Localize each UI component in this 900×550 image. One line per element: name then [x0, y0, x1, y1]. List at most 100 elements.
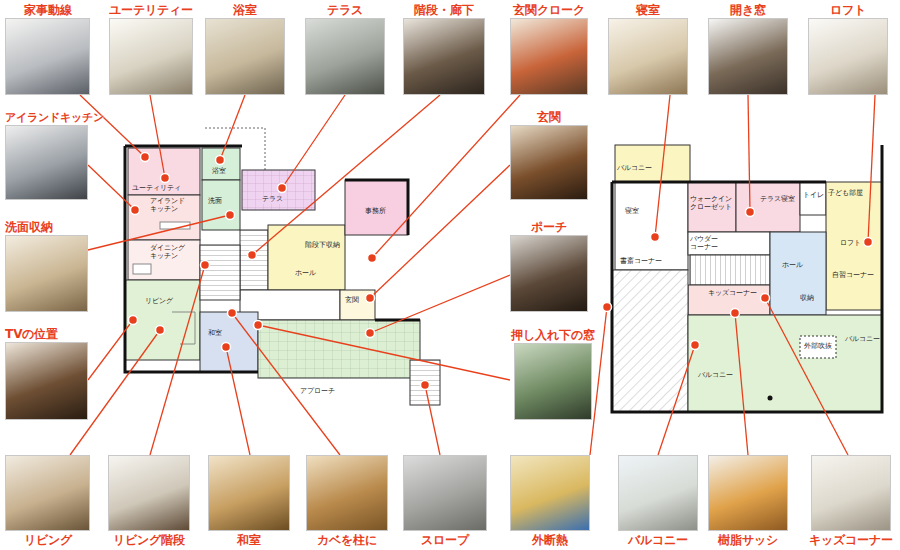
callout-dot [366, 329, 375, 338]
photo-caption: 樹脂サッシ [708, 533, 788, 548]
leader-line [765, 298, 848, 455]
second-floor-plan [615, 182, 688, 270]
photo-caption: カベを柱に [306, 533, 388, 548]
photo-thumbnail [208, 455, 290, 531]
photo-thumbnail [510, 455, 590, 531]
photo-caption: 玄関クローク [510, 3, 588, 18]
room-label: ロフト [840, 240, 861, 248]
photo-thumbnail [306, 455, 388, 531]
leader-line [150, 265, 205, 455]
leader-line [735, 313, 748, 455]
callout-dot [131, 206, 140, 215]
photo-callout: テラス [305, 3, 385, 95]
callout-dot [161, 174, 170, 183]
leader-line [868, 95, 875, 242]
leader-line [258, 325, 510, 380]
callout-dot [368, 254, 377, 263]
photo-thumbnail [510, 235, 588, 312]
photo-thumbnail [5, 18, 90, 95]
photo-caption: テラス [305, 3, 385, 18]
photo-callout: 樹脂サッシ [708, 455, 788, 548]
first-floor-plan [128, 240, 200, 280]
room-label: ホール [782, 262, 803, 270]
second-floor-plan [612, 145, 882, 412]
room-label: アイランド キッチン [150, 198, 187, 213]
leader-line [370, 165, 510, 298]
photo-callout: アイランドキッチン [5, 110, 106, 200]
photo-thumbnail [514, 343, 592, 420]
photo-caption: 洗面収納 [5, 220, 88, 235]
photo-caption: バルコニー [618, 533, 698, 548]
room-label: キッズコーナー [708, 290, 757, 298]
room-label: ウォークイン クローゼット [690, 196, 734, 211]
photo-thumbnail [708, 455, 788, 531]
second-floor-plan [612, 270, 688, 412]
room-label: 事務所 [365, 208, 386, 216]
callout-dot [731, 309, 740, 318]
photo-caption: 開き窓 [708, 3, 788, 18]
photo-thumbnail [618, 455, 698, 531]
second-floor-plan [688, 315, 882, 412]
leader-line [232, 313, 340, 455]
photo-thumbnail [109, 18, 193, 95]
leader-line [88, 320, 133, 380]
photo-callout: 玄関 [510, 110, 588, 200]
photo-thumbnail [403, 455, 487, 531]
photo-thumbnail [510, 125, 588, 200]
room-label: 自習コーナー [832, 272, 874, 280]
callout-dot [761, 294, 770, 303]
callout-dot [691, 341, 700, 350]
callout-dot [248, 251, 257, 260]
second-floor-plan [768, 396, 773, 401]
first-floor-plan [410, 360, 440, 405]
photo-caption: リビング階段 [108, 533, 190, 548]
second-floor-plan [690, 255, 770, 285]
callout-dot [421, 381, 430, 390]
photo-callout: 玄関クローク [510, 3, 588, 95]
first-floor-plan [340, 290, 375, 320]
callout-dot [254, 321, 263, 330]
photo-caption: キッズコーナー [808, 533, 894, 548]
second-floor-plan [688, 232, 770, 255]
first-floor-plan [200, 245, 240, 300]
photo-caption: ポーチ [510, 220, 588, 235]
room-label: ダイニング キッチン [150, 245, 187, 260]
first-floor-plan [240, 230, 268, 290]
leader-line [282, 95, 345, 188]
photo-callout: 浴室 [205, 3, 285, 95]
callout-dot [366, 294, 375, 303]
photo-caption: 家事動線 [5, 3, 90, 18]
room-label: パウダー コーナー [690, 236, 721, 251]
photo-thumbnail [5, 235, 88, 312]
callout-dot [201, 261, 210, 270]
photo-callout: バルコニー [618, 455, 698, 548]
photo-caption: 押し入れ下の窓 [510, 328, 596, 343]
photo-thumbnail [808, 18, 888, 95]
callout-dot [141, 153, 150, 162]
photo-callout: リビング [5, 455, 90, 548]
first-floor-plan [125, 146, 420, 372]
photo-thumbnail [811, 455, 891, 531]
photo-caption: 寝室 [608, 3, 688, 18]
leader-line [748, 95, 750, 212]
first-floor-plan [258, 320, 420, 378]
photo-callout: 外断熱 [510, 455, 590, 548]
room-label: 浴室 [212, 168, 226, 176]
room-label: アプローチ [300, 388, 335, 396]
photo-thumbnail [510, 18, 588, 95]
leader-line [252, 95, 440, 255]
photo-caption: スロープ [403, 533, 487, 548]
callout-dot [228, 309, 237, 318]
photo-thumbnail [305, 18, 385, 95]
second-floor-plan [736, 182, 800, 232]
photo-callout: 洗面収納 [5, 220, 88, 312]
callout-dot [129, 316, 138, 325]
callout-dot [746, 208, 755, 217]
room-label: 書斎コーナー [620, 258, 662, 266]
second-floor-plan [612, 145, 882, 412]
callout-dot [864, 238, 873, 247]
photo-callout: ロフト [808, 3, 888, 95]
photo-caption: 階段・廊下 [403, 3, 485, 18]
photo-caption: 浴室 [205, 3, 285, 18]
